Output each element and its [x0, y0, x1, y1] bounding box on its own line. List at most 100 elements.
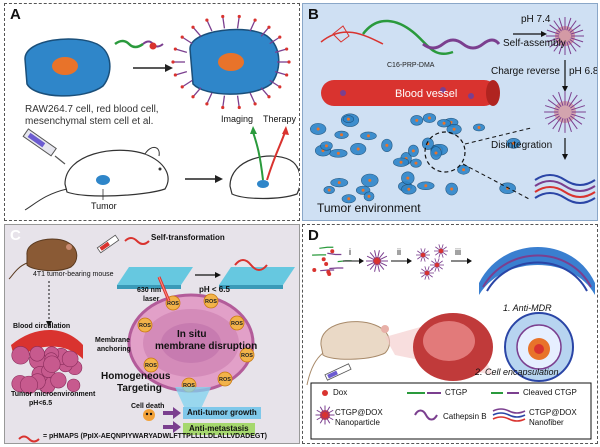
panel-a: A: [4, 3, 300, 221]
svg-text:ROS: ROS: [219, 377, 231, 383]
syringe-icon: [324, 363, 352, 381]
svg-text:ROS: ROS: [241, 353, 253, 359]
tumor-cell-cluster: [11, 346, 83, 394]
anti-metastasis-box: [183, 423, 255, 435]
in-situ-label: In situ: [177, 329, 207, 340]
free-components: [312, 246, 352, 276]
cell-surface-peptides: [171, 14, 291, 110]
polymer-label: C16-PRP-DMA: [387, 62, 435, 69]
svg-text:ROS: ROS: [145, 363, 157, 369]
homogeneous-label-2: Targeting: [117, 383, 162, 394]
self-assembly-label: Self-assembly: [503, 38, 566, 49]
legend-nanoparticle-line2: Nanoparticle: [335, 418, 380, 427]
nanoparticle-cluster: [416, 244, 448, 280]
legend-cathepsin-icon: [414, 409, 438, 421]
svg-text:ROS: ROS: [183, 383, 195, 389]
tumor-spot: [96, 175, 110, 185]
imaging-label: Imaging: [221, 114, 254, 124]
membrane-disruption-label: membrane disruption: [155, 341, 258, 352]
legend-ctgp: CTGP: [445, 388, 468, 397]
targeting-funnel: [175, 387, 211, 413]
mouse-label: 4T1 tumor-bearing mouse: [33, 271, 114, 278]
polymer-chain: [320, 31, 384, 45]
therapy-label: Therapy: [263, 114, 297, 124]
charge-reverse-label: Charge reverse: [491, 66, 560, 77]
nanofiber: [534, 174, 596, 204]
tumor-bearing-mouse: [8, 238, 78, 280]
anti-mdr-label: 1. Anti-MDR: [503, 303, 552, 313]
zoom-circle: [424, 131, 466, 173]
step-i-label: i: [349, 247, 351, 257]
laser-label: 630 nm: [137, 287, 162, 294]
legend-dox: Dox: [333, 388, 348, 397]
panel-b-label: B: [308, 6, 319, 23]
blood-vessel: [321, 80, 500, 106]
panel-c-illustration: ROS ROS ROS ROS ROS ROS ROS ROS: [8, 234, 295, 443]
legend-cleaved-ctgp: Cleaved CTGP: [523, 388, 577, 397]
syringe-icon: [96, 234, 120, 254]
mouse-left: [64, 149, 169, 197]
ph-threshold-label: pH < 6.5: [199, 285, 230, 294]
cell-death-label: Cell death: [131, 403, 165, 410]
ph68-label: pH 6.8: [569, 66, 598, 77]
membrane-anchoring-label-1: Membrane: [95, 337, 131, 344]
svg-text:ROS: ROS: [139, 323, 151, 329]
cell-membrane-nanofiber: [479, 247, 595, 295]
anti-tumor-label: Anti-tumor growth: [187, 408, 257, 417]
panel-a-illustration: [22, 14, 299, 211]
panel-d: D: [302, 224, 598, 444]
tissue-block: [413, 313, 493, 381]
membrane-slab-right: [219, 259, 295, 289]
svg-text:ROS: ROS: [167, 301, 179, 307]
syringe-icon: [22, 128, 66, 165]
svg-text:ROS: ROS: [205, 299, 217, 305]
legend-box: [310, 382, 592, 440]
legend-nanofiber-icon: [492, 408, 526, 422]
tme-label-2: pH<6.5: [29, 400, 53, 407]
peptide-sequence-label: = pHMAPS (PpIX-AEQNPIYWARYADWLFTTPLLLLDL…: [43, 433, 267, 440]
mouse: [306, 321, 391, 386]
legend-cathepsin: Cathepsin B: [443, 412, 487, 421]
tumor-label: Tumor: [91, 201, 117, 211]
cell-encapsulation-label: 2. Cell encapsulation: [475, 367, 559, 377]
mouse-right: [229, 155, 299, 200]
panel-c-label: C: [10, 227, 21, 244]
encapsulated-cell: [504, 312, 574, 382]
panel-a-label: A: [10, 6, 21, 23]
anti-metastasis-label: Anti-metastasis: [189, 424, 249, 433]
self-transformation-label: Self-transformation: [151, 233, 225, 242]
homogeneous-label-1: Homogeneous: [101, 371, 171, 382]
panel-b-illustration: [309, 17, 596, 204]
panel-b: B: [302, 3, 598, 221]
svg-text:ROS: ROS: [231, 321, 243, 327]
blood-circulation-label: Blood circulation: [13, 323, 71, 330]
free-peptide: [114, 39, 144, 49]
laser-icon: [157, 276, 171, 302]
panel-c: C: [4, 224, 300, 444]
tumor-cells: [309, 113, 521, 204]
micelle-middle: [544, 91, 586, 133]
nanoparticle: [366, 250, 388, 272]
panel-d-illustration: [306, 244, 595, 440]
plain-cell-nucleus: [52, 57, 78, 75]
ph74-label: pH 7.4: [521, 14, 551, 25]
step-iii-label: iii: [455, 247, 461, 257]
skull-icon: [143, 409, 155, 421]
membrane-anchoring-label-2: anchoring: [97, 346, 131, 353]
disintegration-label: Disintegration: [491, 140, 553, 151]
legend-nanofiber-line2: Nanofiber: [529, 418, 564, 427]
tumor-environment-label: Tumor environment: [317, 201, 421, 215]
panel-d-label: D: [308, 227, 319, 244]
legend-nanoparticle-icon: [315, 405, 335, 425]
step-ii-label: ii: [397, 247, 401, 257]
cell-caption-line2: mesenchymal stem cell et al.: [25, 116, 154, 127]
decorated-cell-nucleus: [218, 53, 244, 71]
anti-tumor-box: [183, 407, 261, 419]
blood-circulation-vessel: [11, 330, 83, 361]
blood-vessel-label: Blood vessel: [395, 88, 458, 100]
micelle-top: [546, 17, 584, 55]
membrane-slab-left: [117, 267, 193, 289]
drug-dot: [149, 42, 157, 50]
legend-nanofiber-line1: CTGP@DOX: [529, 408, 577, 417]
laser-label-2: laser: [143, 296, 160, 303]
